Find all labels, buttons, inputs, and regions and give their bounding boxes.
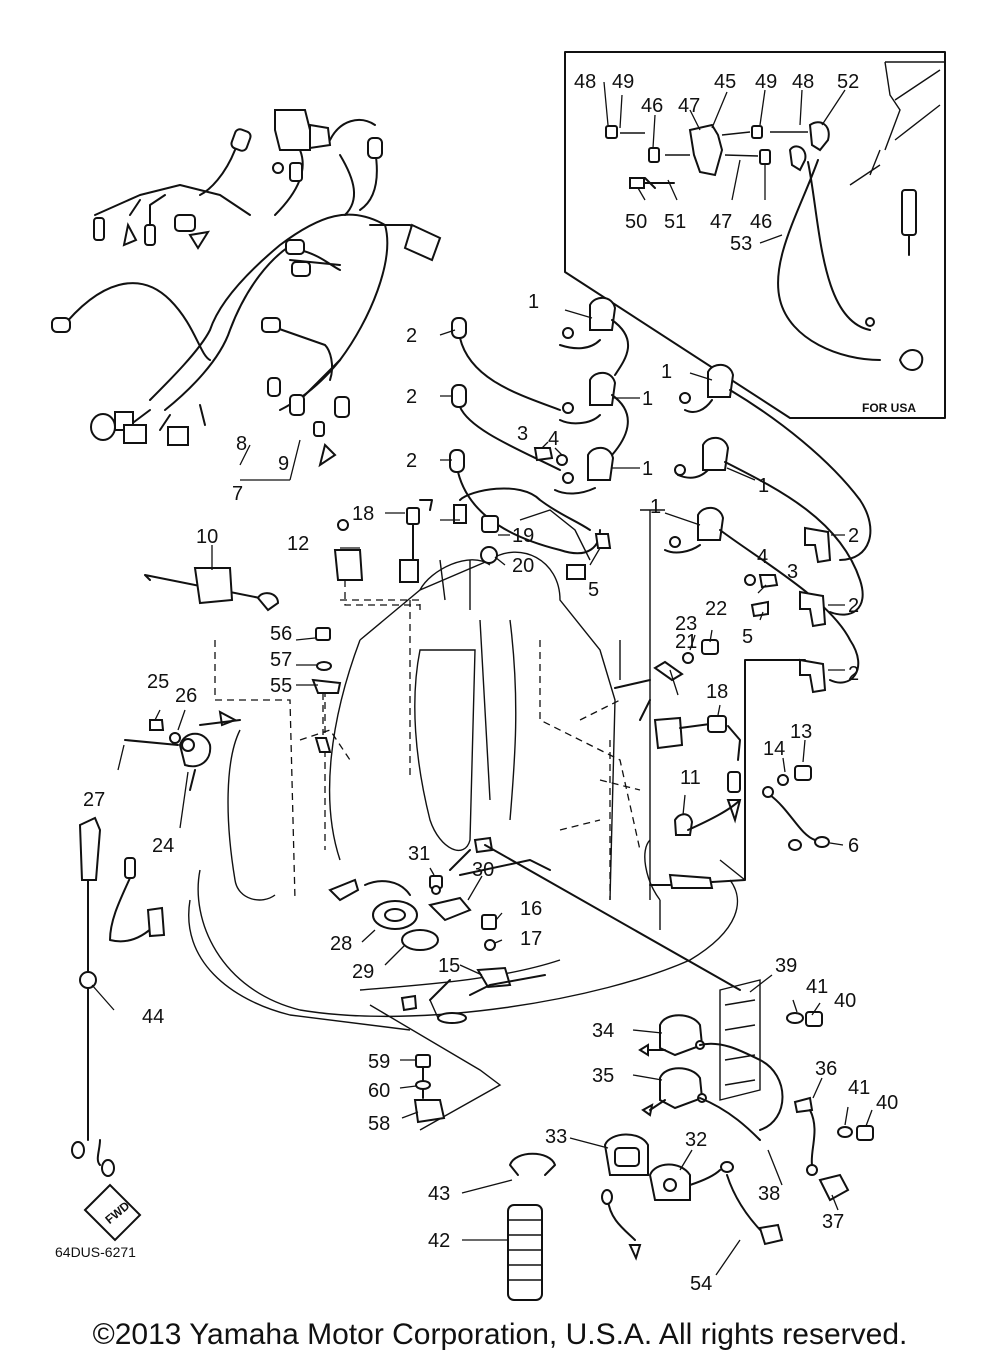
callout-34: 34 <box>592 1020 614 1042</box>
callout-7: 7 <box>232 483 243 505</box>
callout-4: 4 <box>548 428 559 450</box>
callout-51: 51 <box>664 211 686 233</box>
inset-label: FOR USA <box>862 401 916 415</box>
callout-53: 53 <box>730 233 752 255</box>
callout-13: 13 <box>790 721 812 743</box>
callout-40: 40 <box>834 990 856 1012</box>
callout-19: 19 <box>512 525 534 547</box>
callout-52: 52 <box>837 71 859 93</box>
callout-31: 31 <box>408 843 430 865</box>
callout-12: 12 <box>287 533 309 555</box>
callout-28: 28 <box>330 933 352 955</box>
callout-55: 55 <box>270 675 292 697</box>
callout-2: 2 <box>406 386 417 408</box>
callout-47: 47 <box>710 211 732 233</box>
callout-43: 43 <box>428 1183 450 1205</box>
callout-57: 57 <box>270 649 292 671</box>
callout-42: 42 <box>428 1230 450 1252</box>
callout-2: 2 <box>406 325 417 347</box>
callout-46: 46 <box>750 211 772 233</box>
callout-50: 50 <box>625 211 647 233</box>
callout-8: 8 <box>236 433 247 455</box>
misc-engine-parts <box>124 447 830 1131</box>
callout-1: 1 <box>758 475 769 497</box>
callout-15: 15 <box>438 955 460 977</box>
callout-49: 49 <box>612 71 634 93</box>
callout-18: 18 <box>706 681 728 703</box>
callout-9: 9 <box>278 453 289 475</box>
callout-48: 48 <box>574 71 596 93</box>
callout-36: 36 <box>815 1058 837 1080</box>
wiring-harness <box>51 109 442 468</box>
callout-38: 38 <box>758 1183 780 1205</box>
diagram-code: 64DUS-6271 <box>55 1244 136 1260</box>
callout-10: 10 <box>196 526 218 548</box>
callout-46: 46 <box>641 95 663 117</box>
callout-56: 56 <box>270 623 292 645</box>
callout-47: 47 <box>678 95 700 117</box>
callout-2: 2 <box>848 525 859 547</box>
callout-3: 3 <box>787 561 798 583</box>
callout-11: 11 <box>680 767 701 789</box>
callout-2: 2 <box>848 663 859 685</box>
callout-1: 1 <box>642 388 653 410</box>
callout-5: 5 <box>588 579 599 601</box>
copyright-notice: ©2013 Yamaha Motor Corporation, U.S.A. A… <box>92 1318 908 1351</box>
callout-39: 39 <box>775 955 797 977</box>
callout-54: 54 <box>690 1273 712 1295</box>
callout-29: 29 <box>352 961 374 983</box>
callout-16: 16 <box>520 898 542 920</box>
callout-1: 1 <box>650 496 661 518</box>
callout-26: 26 <box>175 685 197 707</box>
callout-5: 5 <box>742 626 753 648</box>
left-lead-assembly: FWD <box>71 816 166 1242</box>
callout-49: 49 <box>755 71 777 93</box>
for-usa-inset <box>564 51 946 419</box>
callout-60: 60 <box>368 1080 390 1102</box>
callout-25: 25 <box>147 671 169 693</box>
callout-37: 37 <box>822 1211 844 1233</box>
callout-59: 59 <box>368 1051 390 1073</box>
callout-labels: 48 49 45 49 48 52 46 47 50 51 47 46 53 1… <box>55 71 916 1295</box>
callout-1: 1 <box>642 458 653 480</box>
leader-lines <box>91 81 873 1276</box>
callout-2: 2 <box>848 595 859 617</box>
callout-14: 14 <box>763 738 785 760</box>
callout-2: 2 <box>406 450 417 472</box>
callout-48: 48 <box>792 71 814 93</box>
callout-20: 20 <box>512 555 534 577</box>
callout-27: 27 <box>83 789 105 811</box>
callout-45: 45 <box>714 71 736 93</box>
callout-22: 22 <box>705 598 727 620</box>
callout-30: 30 <box>472 859 494 881</box>
spark-plug-caps <box>449 317 832 694</box>
callout-4: 4 <box>757 546 768 568</box>
ignition-coils <box>554 296 872 684</box>
callout-23: 23 <box>675 613 697 635</box>
callout-32: 32 <box>685 1129 707 1151</box>
callout-58: 58 <box>368 1113 390 1135</box>
callout-33: 33 <box>545 1126 567 1148</box>
callout-44: 44 <box>142 1006 164 1028</box>
callout-3: 3 <box>517 423 528 445</box>
callout-41: 41 <box>806 976 828 998</box>
callout-24: 24 <box>152 835 174 857</box>
callout-1: 1 <box>661 361 672 383</box>
callout-1: 1 <box>528 291 539 313</box>
relay-bracket-assembly <box>507 979 874 1301</box>
callout-21: 21 <box>675 631 697 653</box>
callout-35: 35 <box>592 1065 614 1087</box>
callout-41: 41 <box>848 1077 870 1099</box>
engine-block <box>188 509 746 1031</box>
callout-17: 17 <box>520 928 542 950</box>
callout-40: 40 <box>876 1092 898 1114</box>
callout-6: 6 <box>848 835 859 857</box>
callout-18: 18 <box>352 503 374 525</box>
